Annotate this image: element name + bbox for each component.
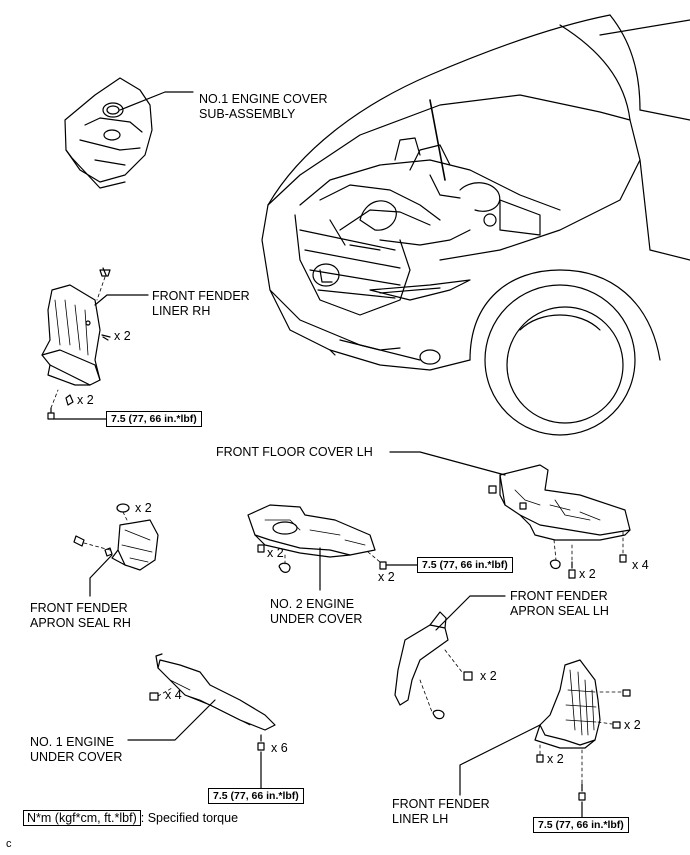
no1-under-cover-drawing — [149, 653, 276, 751]
no2-under-cover-drawing — [247, 504, 387, 573]
fender-liner-rh-drawing — [41, 267, 111, 420]
qty-apron-lh: x 2 — [480, 669, 497, 683]
leader-apron-seal-rh — [89, 554, 113, 597]
torque-spec-no1-under-cover: 7.5 (77, 66 in.*lbf) — [208, 788, 304, 804]
qty-no2-left: x 2 — [267, 546, 284, 560]
qty-no1-left: x 4 — [165, 688, 182, 702]
torque-spec-liner-lh: 7.5 (77, 66 in.*lbf) — [533, 817, 629, 833]
qty-no2-right: x 2 — [378, 570, 395, 584]
torque-spec-liner-rh: 7.5 (77, 66 in.*lbf) — [106, 411, 202, 427]
label-apron-seal-lh: FRONT FENDER APRON SEAL LH — [510, 589, 609, 618]
leader-floor-cover-lh — [389, 451, 506, 476]
label-engine-cover: NO.1 ENGINE COVER SUB-ASSEMBLY — [199, 92, 328, 121]
engine-cover-drawing — [64, 77, 153, 189]
vehicle-drawing — [261, 14, 690, 436]
qty-no1-bottom: x 6 — [271, 741, 288, 755]
qty-floor-lh-mid: x 2 — [579, 567, 596, 581]
torque-legend: N*m (kgf*cm, ft.*lbf): Specified torque — [23, 810, 239, 826]
label-no1-under-cover: NO. 1 ENGINE UNDER COVER — [30, 735, 123, 764]
qty-apron-rh: x 2 — [135, 501, 152, 515]
label-no2-under-cover: NO. 2 ENGINE UNDER COVER — [270, 597, 363, 626]
qty-liner-rh-lower: x 2 — [77, 393, 94, 407]
qty-floor-lh-right: x 4 — [632, 558, 649, 572]
torque-spec-no2-under-cover: 7.5 (77, 66 in.*lbf) — [417, 557, 513, 573]
label-fender-liner-rh: FRONT FENDER LINER RH — [152, 289, 250, 318]
qty-liner-lh-lower: x 2 — [547, 752, 564, 766]
leader-apron-seal-lh — [435, 595, 506, 631]
qty-liner-rh-upper: x 2 — [114, 329, 131, 343]
qty-liner-lh-right: x 2 — [624, 718, 641, 732]
figure-code: c — [6, 838, 12, 850]
label-apron-seal-rh: FRONT FENDER APRON SEAL RH — [30, 601, 131, 630]
leader-no1-under-cover — [127, 699, 216, 741]
label-fender-liner-lh: FRONT FENDER LINER LH — [392, 797, 490, 826]
apron-seal-rh-drawing — [73, 503, 159, 571]
label-floor-cover-lh: FRONT FLOOR COVER LH — [216, 445, 373, 459]
legend-unit-box: N*m (kgf*cm, ft.*lbf) — [23, 810, 141, 826]
legend-text: : Specified torque — [140, 811, 239, 825]
leader-fender-liner-rh — [94, 294, 149, 306]
floor-cover-lh-drawing — [488, 464, 631, 579]
apron-seal-lh-drawing — [394, 611, 473, 720]
leader-fender-liner-lh — [459, 724, 541, 796]
fender-liner-lh-drawing — [534, 659, 631, 801]
leader-engine-cover — [119, 91, 194, 111]
